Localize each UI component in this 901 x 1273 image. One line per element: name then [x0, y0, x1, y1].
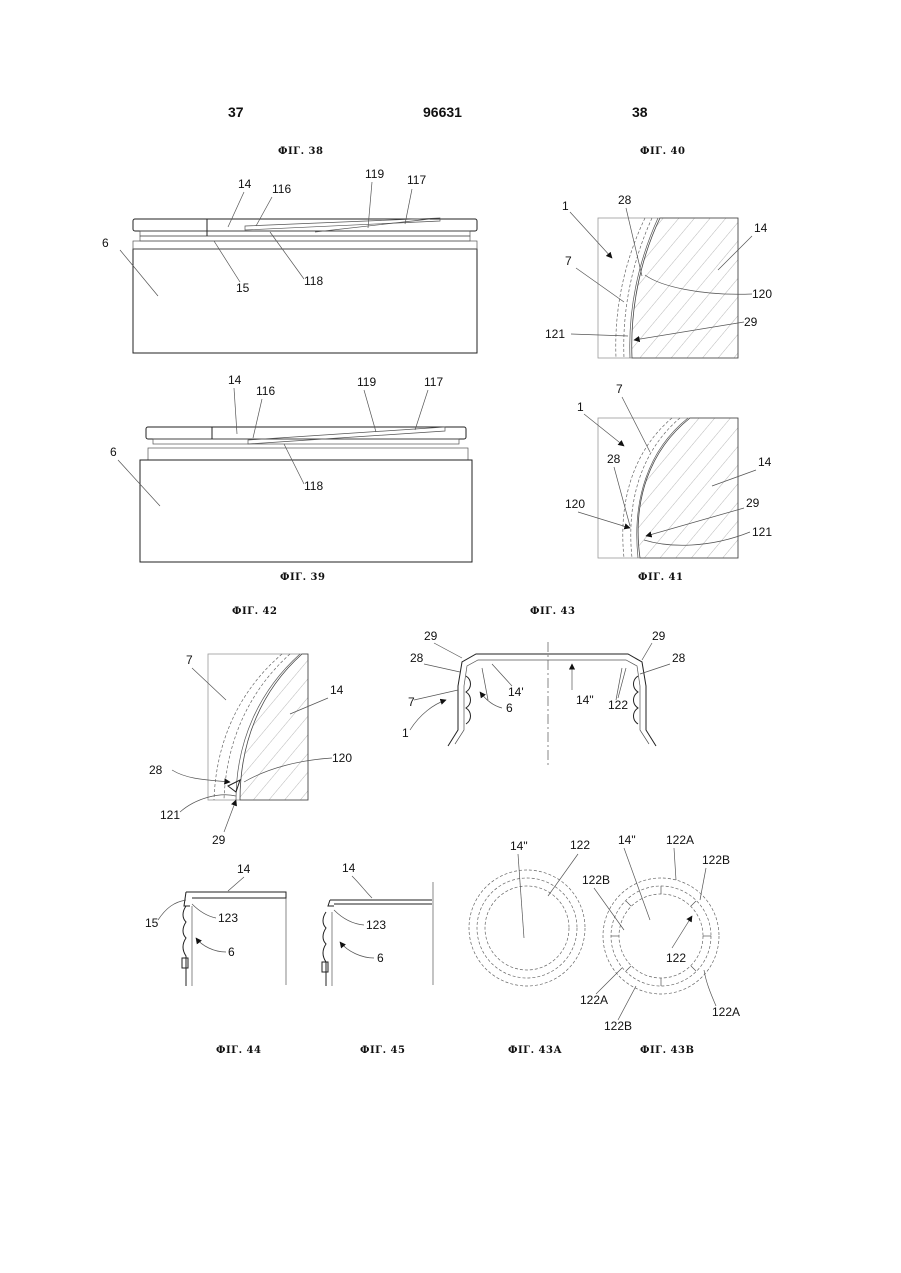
label-fig38-15: 15 — [236, 281, 250, 295]
label-fig43-1: 1 — [402, 726, 409, 740]
figure-44: 14 15 123 6 — [145, 862, 286, 986]
label-fig44-15: 15 — [145, 916, 159, 930]
label-fig41-7: 7 — [616, 382, 623, 396]
label-fig42-7: 7 — [186, 653, 193, 667]
label-fig43b-14dprime: 14" — [618, 833, 636, 847]
label-fig41-29: 29 — [746, 496, 760, 510]
label-fig43-122: 122 — [608, 698, 628, 712]
label-fig43b-122A-left: 122A — [580, 993, 608, 1007]
label-fig38-14: 14 — [238, 177, 252, 191]
label-fig43a-122: 122 — [570, 838, 590, 852]
label-fig43-29-left: 29 — [424, 629, 438, 643]
label-fig44-14: 14 — [237, 862, 251, 876]
label-fig45-123: 123 — [366, 918, 386, 932]
label-fig43a-14dprime: 14" — [510, 839, 528, 853]
label-fig42-28: 28 — [149, 763, 163, 777]
label-fig41-121: 121 — [752, 525, 772, 539]
figure-45: 14 123 6 — [322, 861, 433, 986]
label-fig39-14: 14 — [228, 373, 242, 387]
label-fig40-120: 120 — [752, 287, 772, 301]
label-fig39-117: 117 — [424, 375, 443, 389]
label-fig42-120: 120 — [332, 751, 352, 765]
label-fig43b-122: 122 — [666, 951, 686, 965]
label-fig40-121: 121 — [545, 327, 565, 341]
label-fig42-29: 29 — [212, 833, 226, 847]
label-fig41-14: 14 — [758, 455, 772, 469]
figure-41: 1 7 14 28 29 120 121 — [565, 382, 772, 558]
label-fig42-14: 14 — [330, 683, 344, 697]
label-fig43-6: 6 — [506, 701, 513, 715]
label-fig41-1: 1 — [577, 400, 584, 414]
label-fig40-1: 1 — [562, 199, 569, 213]
label-fig45-14: 14 — [342, 861, 356, 875]
label-fig43b-122B-left: 122B — [582, 873, 610, 887]
label-fig43-29-right: 29 — [652, 629, 666, 643]
label-fig43-28-right: 28 — [672, 651, 686, 665]
label-fig43b-122B-top: 122B — [702, 853, 730, 867]
label-fig44-6: 6 — [228, 945, 235, 959]
label-fig43-28-left: 28 — [410, 651, 424, 665]
label-fig38-118: 118 — [304, 274, 323, 288]
label-fig39-6: 6 — [110, 445, 117, 459]
figure-43b: 14" 122A 122B 122B 122 122A 122B 122A — [580, 833, 740, 1033]
figure-42: 7 14 28 29 120 121 — [149, 653, 352, 847]
figure-39: 6 14 116 117 118 119 — [110, 373, 472, 562]
label-fig44-123: 123 — [218, 911, 238, 925]
label-fig43-14prime: 14' — [508, 685, 524, 699]
label-fig40-14: 14 — [754, 221, 768, 235]
label-fig38-6: 6 — [102, 236, 109, 250]
label-fig41-28: 28 — [607, 452, 621, 466]
label-fig42-121: 121 — [160, 808, 180, 822]
label-fig39-116: 116 — [256, 384, 275, 398]
label-fig38-116: 116 — [272, 182, 291, 196]
label-fig40-7: 7 — [565, 254, 572, 268]
label-fig40-28: 28 — [618, 193, 632, 207]
label-fig43b-122B-bottom: 122B — [604, 1019, 632, 1033]
label-fig43-14dprime: 14" — [576, 693, 594, 707]
label-fig38-119: 119 — [365, 167, 384, 181]
label-fig45-6: 6 — [377, 951, 384, 965]
figure-38: 6 14 15 116 117 118 119 — [102, 167, 477, 353]
label-fig38-117: 117 — [407, 173, 426, 187]
label-fig43b-122A-right: 122A — [712, 1005, 740, 1019]
label-fig40-29: 29 — [744, 315, 758, 329]
label-fig43-7: 7 — [408, 695, 415, 709]
label-fig39-119: 119 — [357, 375, 376, 389]
figure-43: 29 28 7 1 6 14' 14" 122 29 28 — [402, 629, 686, 768]
label-fig41-120: 120 — [565, 497, 585, 511]
label-fig39-118: 118 — [304, 479, 323, 493]
figure-40: 1 7 14 28 29 120 121 — [545, 193, 772, 358]
label-fig43b-122A-top: 122A — [666, 833, 694, 847]
figure-43a: 14" 122 — [469, 838, 590, 986]
